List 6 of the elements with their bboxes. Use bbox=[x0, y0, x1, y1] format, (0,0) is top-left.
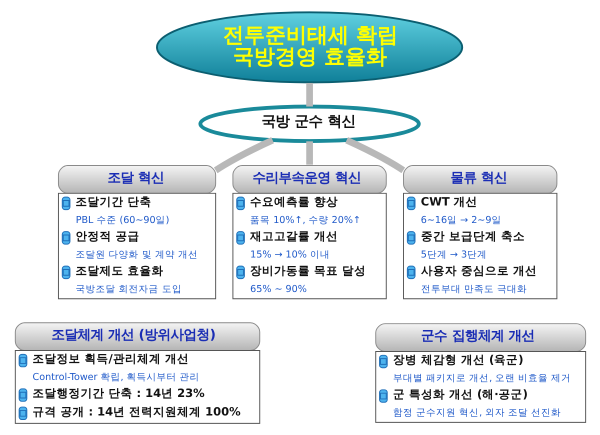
node-ellipse: 국방 군수 혁신 bbox=[198, 104, 421, 143]
connector bbox=[345, 137, 406, 174]
connector bbox=[214, 137, 274, 174]
connector bbox=[306, 82, 313, 107]
connector bbox=[306, 141, 313, 165]
node-ellipse: 전투준비태세 확립 국방경영 효율화 bbox=[156, 11, 464, 84]
